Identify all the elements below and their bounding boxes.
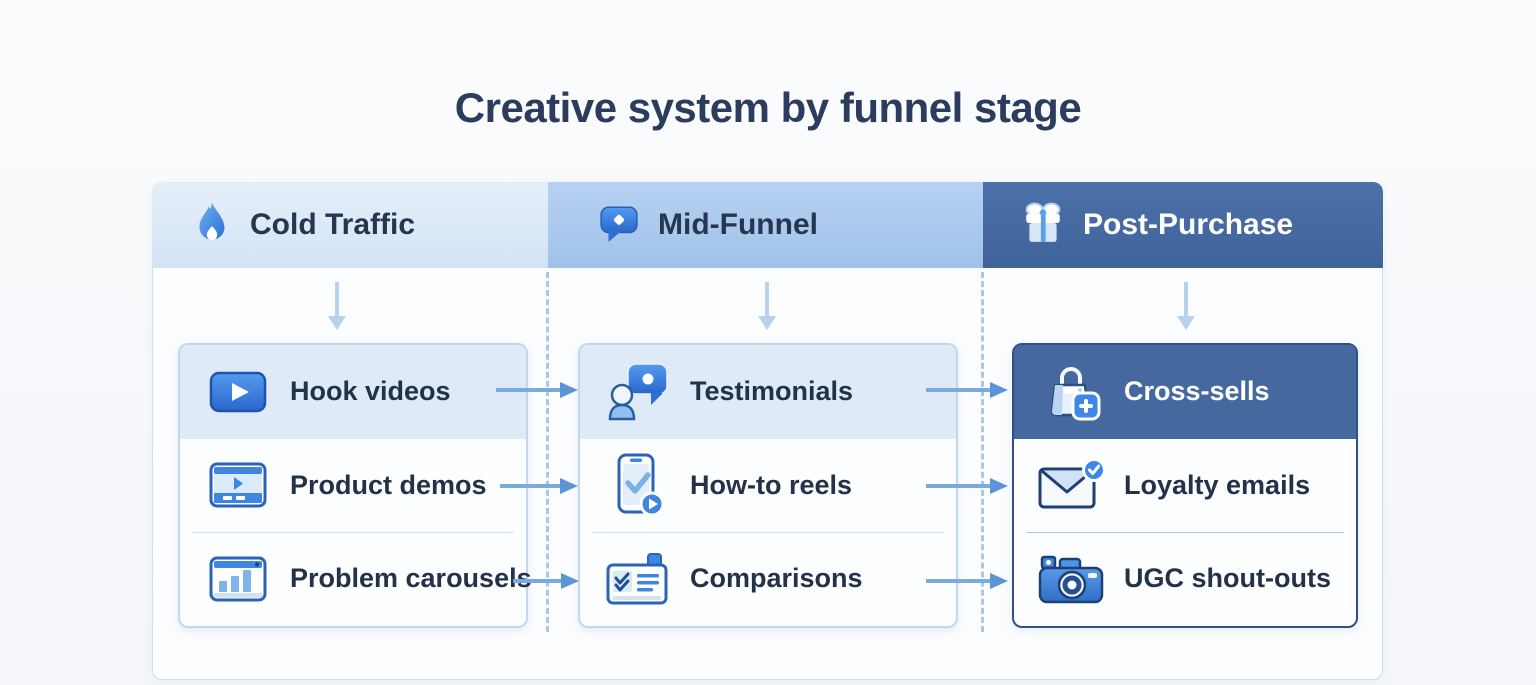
flame-icon [192,200,232,251]
item-label: Testimonials [690,376,854,407]
column-header-post-purchase: Post-Purchase [983,182,1383,268]
list-item-comparisons: Comparisons [580,532,956,626]
item-label: Problem carousels [290,563,532,594]
flow-arrow-icon [926,379,1010,401]
page-title: Creative system by funnel stage [454,84,1082,131]
item-label: Loyalty emails [1124,469,1311,500]
list-item-testimonials: Testimonials [580,345,956,439]
flow-arrow-icon [513,570,597,592]
list-item-loyalty-emails: Loyalty emails [1014,439,1356,533]
carousel-chart-icon [204,556,272,602]
flow-arrow-icon [500,475,584,497]
item-label: Hook videos [290,376,451,407]
column-header-mid-funnel: Mid-Funnel [548,182,983,268]
camera-icon [1038,553,1106,605]
bag-plus-icon [1038,363,1106,421]
column-separator [546,272,549,632]
comparison-doc-icon [604,552,672,606]
card-cold-traffic: Hook videos Product demos [178,343,532,628]
gift-icon [1021,201,1065,250]
down-arrow-icon [326,282,348,332]
down-arrow-icon [1175,282,1197,332]
row-divider [192,532,514,533]
phone-reel-icon [604,453,672,517]
flow-arrow-icon [926,475,1010,497]
item-label: UGC shout-outs [1124,563,1331,594]
list-item-problem-carousels: Problem carousels [180,532,532,626]
play-video-icon [204,371,272,413]
flow-arrow-icon [496,379,580,401]
flow-arrow-icon [926,570,1010,592]
chat-bubble-icon [598,202,640,249]
list-item-product-demos: Product demos [180,439,526,533]
product-demo-icon [204,462,272,508]
card-mid-funnel: Testimonials How-to reels [578,343,958,628]
item-label: Comparisons [690,563,863,594]
column-header-label: Post-Purchase [1083,208,1294,241]
column-separator [981,272,984,632]
row-divider [1026,532,1344,533]
list-item-how-to-reels: How-to reels [580,439,956,533]
row-divider [592,532,944,533]
list-item-cross-sells: Cross-sells [1014,345,1356,439]
item-label: Product demos [290,469,487,500]
column-header-label: Mid-Funnel [658,208,818,241]
list-item-hook-videos: Hook videos [180,345,526,439]
list-item-ugc-shout-outs: UGC shout-outs [1014,532,1356,626]
email-check-icon [1038,458,1106,512]
card-post-purchase: Cross-sells Loyalty emails [1012,343,1358,628]
column-header-label: Cold Traffic [250,208,416,241]
item-label: How-to reels [690,469,853,500]
column-header-cold-traffic: Cold Traffic [152,182,548,268]
item-label: Cross-sells [1124,376,1270,407]
person-testimonial-icon [604,362,672,422]
down-arrow-icon [756,282,778,332]
